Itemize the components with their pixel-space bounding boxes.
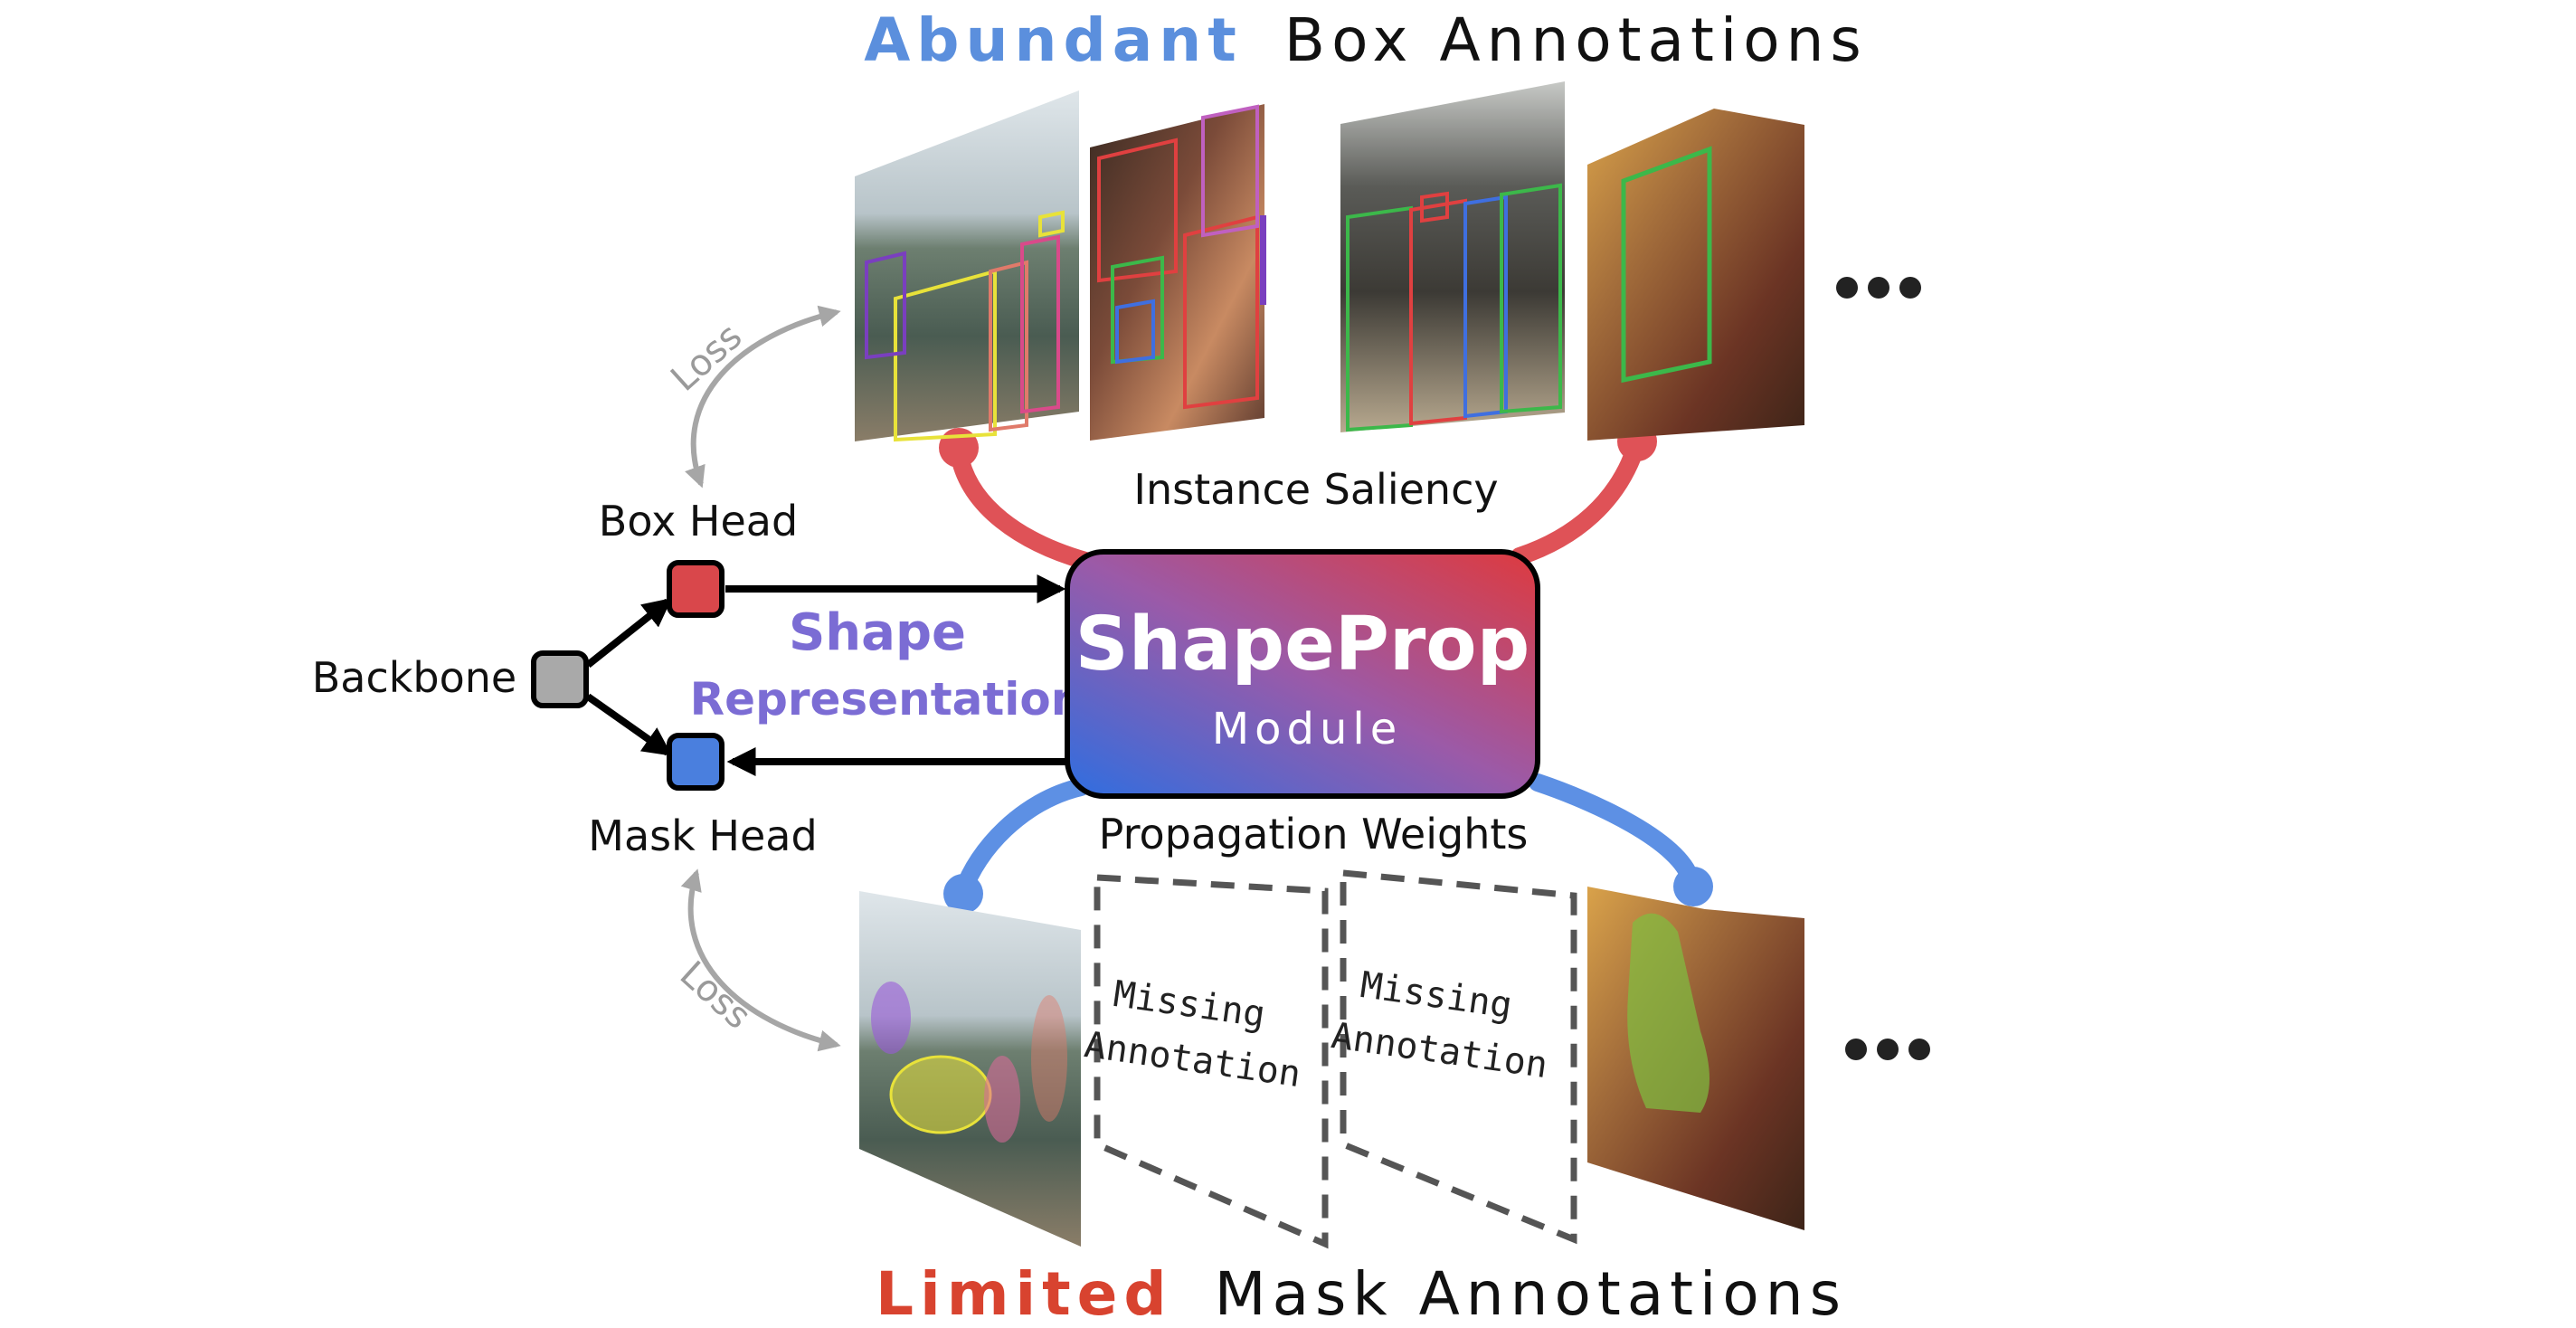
missing-label-1-line1: Missing [1111, 973, 1267, 1036]
propagation-weights-label: Propagation Weights [1099, 810, 1529, 858]
propagation-curve-left [954, 778, 1090, 900]
propagation-curve-right [1529, 773, 1700, 891]
loss-label-top: Loss [663, 316, 750, 400]
top-image-4 [1587, 109, 1804, 441]
propagation-dot-left [943, 874, 983, 914]
backbone-node [531, 650, 589, 708]
mask-head-node [667, 733, 724, 791]
shapeprop-module-box [1065, 549, 1540, 799]
module-title: ShapeProp [1075, 602, 1530, 688]
ellipsis-bottom-icon [1845, 1039, 1930, 1060]
backbone-label: Backbone [312, 653, 516, 702]
missing-label-2-line1: Missing [1358, 964, 1514, 1027]
box-head-label: Box Head [599, 497, 798, 545]
shape-label: Shape [789, 603, 966, 662]
backbone-to-box-arrow [585, 598, 673, 669]
backbone-to-mask-arrow [585, 693, 673, 756]
bottom-title-accent: Limited [876, 1259, 1173, 1328]
top-title-rest: Box Annotations [1284, 5, 1868, 75]
module-subtitle: Module [1212, 704, 1403, 754]
top-title-accent: Abundant [864, 5, 1243, 75]
loss-arrow-bottom [680, 868, 841, 1052]
top-image-1 [855, 90, 1079, 442]
missing-annotation-frame-2: Missing Annotation [1329, 869, 1577, 1245]
representation-label: Representation [690, 673, 1084, 726]
saliency-curve-left [950, 443, 1094, 570]
svg-text:Missing Annotation: Missing Annotation [1329, 962, 1558, 1086]
propagation-dot-right [1673, 867, 1713, 906]
bottom-title: Limited Mask Annotations [876, 1259, 1847, 1328]
top-title: Abundant Box Annotations [864, 5, 1868, 75]
bottom-image-2 [1587, 887, 1804, 1230]
svg-text:Missing Annotation: Missing Annotation [1082, 971, 1311, 1096]
ellipsis-top-icon [1836, 277, 1921, 299]
top-image-3 [1340, 81, 1565, 432]
box-head-node [667, 560, 724, 618]
missing-label-1-line2: Annotation [1082, 1024, 1303, 1096]
mask-head-label: Mask Head [588, 811, 817, 860]
bottom-title-rest: Mask Annotations [1215, 1259, 1847, 1328]
loss-label-bottom: Loss [672, 953, 759, 1038]
missing-annotation-frame-1: Missing Annotation [1082, 874, 1329, 1249]
loss-arrow-top [685, 305, 841, 489]
instance-saliency-label: Instance Saliency [1133, 465, 1498, 514]
bottom-image-1 [859, 891, 1081, 1247]
top-image-2 [1090, 104, 1266, 441]
saliency-curve-right [1511, 434, 1646, 565]
missing-label-2-line2: Annotation [1329, 1015, 1550, 1086]
